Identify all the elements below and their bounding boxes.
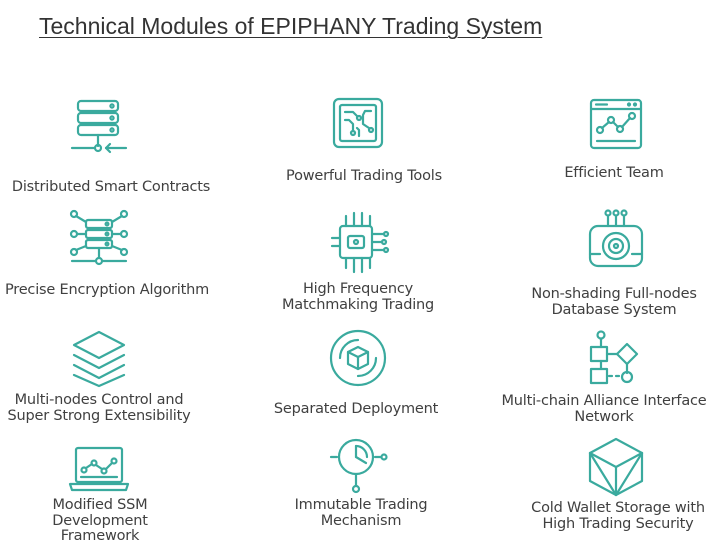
module-label-distributed-smart-contracts: Distributed Smart Contracts [11, 179, 211, 195]
module-label-multi-nodes-control: Multi-nodes Control and Super Strong Ext… [7, 392, 191, 424]
module-label-cold-wallet-storage: Cold Wallet Storage with High Trading Se… [531, 500, 705, 532]
module-label-efficient-team: Efficient Team [564, 165, 664, 181]
laptop-chart-icon [68, 444, 130, 492]
module-label-separated-deployment: Separated Deployment [273, 401, 439, 417]
module-label-multi-chain-alliance-interface-network: Multi-chain Alliance Interface Network [501, 393, 707, 425]
database-disk-icon [585, 208, 647, 274]
module-label-immutable-trading-mechanism: Immutable Trading Mechanism [294, 497, 428, 529]
cube-circle-icon [328, 328, 388, 388]
page-title: Technical Modules of EPIPHANY Trading Sy… [39, 13, 543, 39]
module-label-high-frequency-matchmaking-trading: High Frequency Matchmaking Trading [281, 281, 435, 313]
module-label-modified-ssm-development-framework: Modified SSM Development Framework [52, 497, 148, 544]
magnifier-chart-icon [329, 436, 389, 494]
server-network-icon [68, 208, 130, 270]
module-label-powerful-trading-tools: Powerful Trading Tools [286, 168, 442, 184]
browser-chart-icon [587, 96, 645, 154]
cube-icon [586, 436, 646, 498]
flowchart-icon [587, 329, 647, 387]
module-label-precise-encryption-algorithm: Precise Encryption Algorithm [4, 282, 209, 298]
circuit-board-icon [329, 94, 387, 152]
server-stack-icon [70, 98, 130, 158]
module-label-non-shading-full-nodes-database-system: Non-shading Full-nodes Database System [531, 286, 697, 318]
cpu-chip-icon [328, 208, 390, 278]
layers-icon [70, 328, 128, 388]
